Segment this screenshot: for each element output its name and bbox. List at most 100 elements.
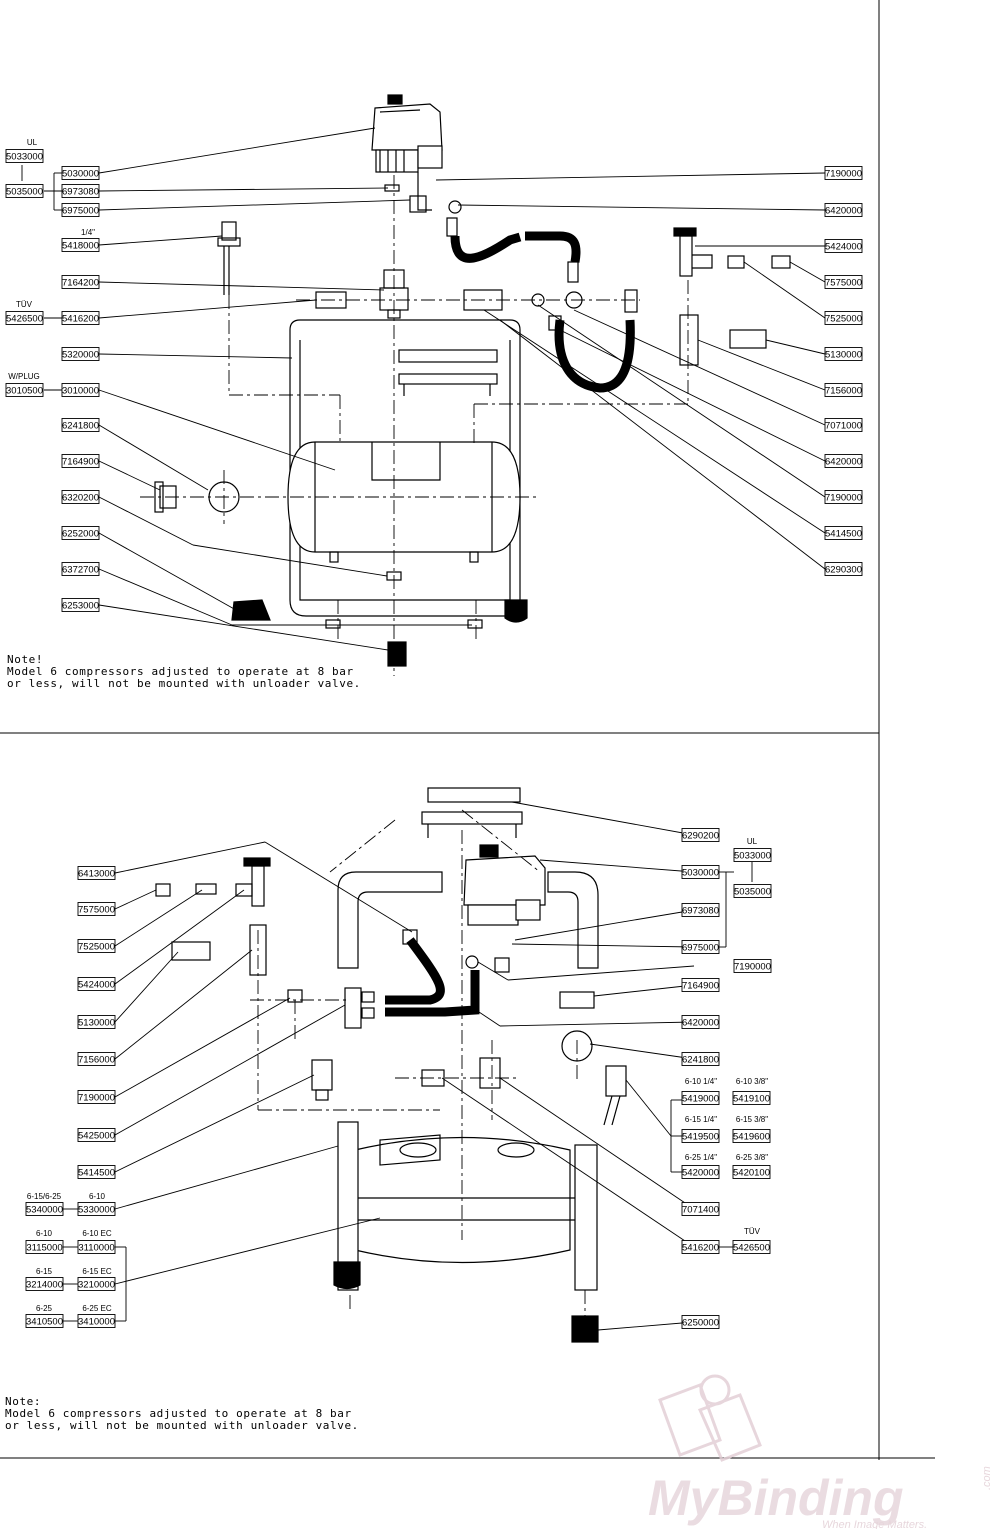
top-left-part-label-box (5, 149, 44, 163)
top-right-part-label: 5414500 (824, 526, 863, 540)
bottom-right-part-label-box (681, 828, 720, 842)
top-left-part-label-text: 5030000 (62, 169, 99, 180)
top-right-part-label-text: 7190000 (825, 493, 862, 504)
bottom-right-part-label-box (681, 1129, 720, 1143)
bottom-left-part-label: 7190000 (77, 1090, 116, 1104)
bottom-left-caption: 6-15 (36, 1267, 53, 1276)
top-left-part-label-box (5, 184, 44, 198)
bottom-left-part-label-box (77, 1202, 116, 1216)
bottom-left-part-label: 3214000 (25, 1277, 64, 1291)
bottom-right-part-label: 6973080 (681, 903, 720, 917)
bottom-left-part-label: 6413000 (77, 866, 116, 880)
bottom-right-part-label: 5419600 (732, 1129, 771, 1143)
bottom-right-part-label-box (732, 1240, 771, 1254)
bottom-right-part-label-box (733, 848, 772, 862)
bottom-right-part-label-text: 7164900 (682, 981, 719, 992)
bottom-right-part-label-box (732, 1091, 771, 1105)
bottom-left-part-label-box (77, 939, 116, 953)
bottom-note-line: Note: (5, 1395, 41, 1408)
bottom-right-part-label-box (681, 978, 720, 992)
bottom-left-part-label-text: 5330000 (78, 1205, 115, 1216)
top-left-part-label-box (61, 311, 100, 325)
bottom-left-part-label-text: 3410500 (26, 1317, 63, 1328)
bottom-right-part-label-text: 5420100 (733, 1168, 770, 1179)
bottom-left-part-label-text: 7156000 (78, 1055, 115, 1066)
bottom-right-part-label-box (733, 959, 772, 973)
bottom-right-part-label: 5030000 (681, 865, 720, 879)
bottom-left-part-label-box (77, 977, 116, 991)
top-left-part-label-box (5, 383, 44, 397)
top-left-part-label: 7164900 (61, 454, 100, 468)
bottom-right-part-label-text: 6975000 (682, 943, 719, 954)
top-right-part-label-text: 7156000 (825, 386, 862, 397)
bottom-right-caption: 6-25 3/8" (736, 1153, 768, 1162)
top-right-part-label: 5424000 (824, 239, 863, 253)
bottom-right-part-label-text: 5419500 (682, 1132, 719, 1143)
bottom-left-part-label-text: 6413000 (78, 869, 115, 880)
bottom-left-part-label: 3410500 (25, 1314, 64, 1328)
top-left-part-label: 6253000 (61, 598, 100, 612)
bottom-right-part-label: 5419100 (732, 1091, 771, 1105)
bottom-left-caption: 6-25 (36, 1304, 53, 1313)
top-left-part-label-box (5, 311, 44, 325)
bottom-right-part-label-text: 7071400 (682, 1205, 719, 1216)
top-right-part-label: 5130000 (824, 347, 863, 361)
bottom-right-part-label: 5419500 (681, 1129, 720, 1143)
bottom-left-part-label-box (77, 1165, 116, 1179)
top-left-part-label-box (61, 526, 100, 540)
bottom-left-part-label-text: 7575000 (78, 905, 115, 916)
bottom-right-part-label-box (681, 1015, 720, 1029)
bottom-left-part-label-text: 7525000 (78, 942, 115, 953)
top-left-part-label-box (61, 166, 100, 180)
bottom-right-part-label-box (681, 1165, 720, 1179)
bottom-left-part-label: 7156000 (77, 1052, 116, 1066)
top-right-part-label-box (824, 203, 863, 217)
top-left-part-label: 3010000 (61, 383, 100, 397)
bottom-left-part-label-text: 3214000 (26, 1280, 63, 1291)
bottom-left-part-label: 5424000 (77, 977, 116, 991)
bottom-right-part-label: 7190000 (733, 959, 772, 973)
bottom-left-part-label-text: 5424000 (78, 980, 115, 991)
bottom-right-part-label-text: 5030000 (682, 868, 719, 879)
top-left-part-label-text: 3010500 (6, 386, 43, 397)
bottom-left-part-label-box (25, 1277, 64, 1291)
bottom-left-part-label-text: 5130000 (78, 1018, 115, 1029)
bottom-right-part-label-text: 5419100 (733, 1094, 770, 1105)
top-left-part-label-text: 6241800 (62, 421, 99, 432)
bottom-right-part-label-box (681, 1315, 720, 1329)
bottom-left-part-label: 3410000 (77, 1314, 116, 1328)
top-right-part-label: 7575000 (824, 275, 863, 289)
bottom-right-part-label-box (681, 1052, 720, 1066)
bottom-left-part-label-box (77, 1277, 116, 1291)
bottom-left-part-label-text: 3410000 (78, 1317, 115, 1328)
top-diagram (140, 94, 791, 676)
watermark-tagline: When Image Matters. (822, 1519, 927, 1529)
top-left-part-label-box (61, 347, 100, 361)
top-left-part-label: 5418000 (61, 238, 100, 252)
top-right-part-label-box (824, 418, 863, 432)
bottom-left-part-label-box (77, 1015, 116, 1029)
bottom-left-part-label-text: 3210000 (78, 1280, 115, 1291)
bottom-left-part-label: 5340000 (25, 1202, 64, 1216)
bottom-right-part-label: 6975000 (681, 940, 720, 954)
bottom-left-part-label-box (25, 1202, 64, 1216)
top-left-part-label: 6241800 (61, 418, 100, 432)
bottom-leaders (63, 801, 753, 1331)
top-left-part-label-text: 6320200 (62, 493, 99, 504)
top-right-part-label-text: 7071000 (825, 421, 862, 432)
bottom-right-part-label: 6250000 (681, 1315, 720, 1329)
bottom-left-part-label: 3115000 (25, 1240, 64, 1254)
top-left-part-label: 5035000 (5, 184, 44, 198)
bottom-left-caption: 6-15/6-25 (27, 1192, 62, 1201)
bottom-right-part-label-box (681, 1202, 720, 1216)
bottom-left-part-label-text: 5414500 (78, 1168, 115, 1179)
bottom-right-part-label: 7164900 (681, 978, 720, 992)
watermark: MyBinding When Image Matters. .com (648, 1374, 993, 1529)
top-right-part-label: 6420000 (824, 203, 863, 217)
top-left-part-label: 7164200 (61, 275, 100, 289)
bottom-left-part-label-text: 3110000 (78, 1243, 114, 1254)
top-left-part-label: 6975000 (61, 203, 100, 217)
bottom-right-part-label: 5033000 (733, 848, 772, 862)
top-left-part-label-box (61, 275, 100, 289)
